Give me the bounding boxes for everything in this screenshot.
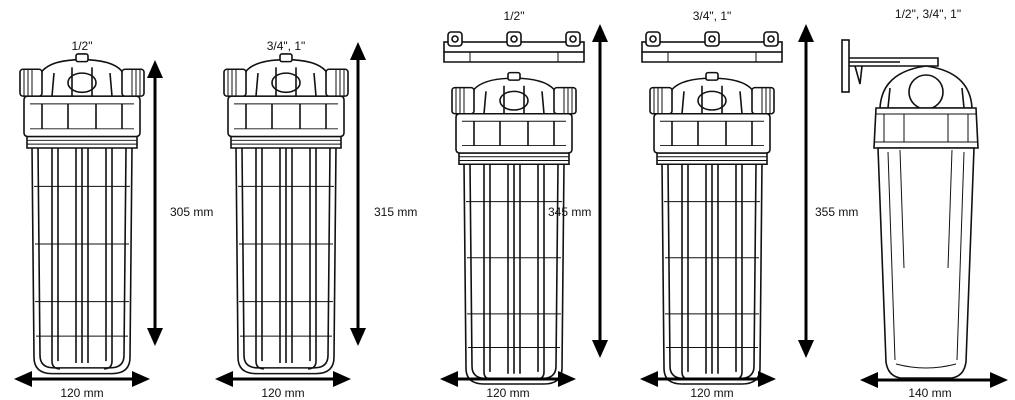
- filter-housing-5: 1/2", 3/4", 1" 140 mm: [841, 7, 1008, 400]
- port-label-1: 1/2": [72, 39, 93, 53]
- height-arrow-1: [147, 60, 163, 346]
- width-arrow-1: [14, 371, 150, 387]
- height-label-4: 355 mm: [815, 205, 858, 219]
- height-label-1: 305 mm: [170, 205, 213, 219]
- height-arrow-3: [592, 24, 608, 358]
- housing-drawing-4: [649, 71, 775, 385]
- mount-bracket-4: [641, 31, 783, 63]
- width-label-3: 120 mm: [486, 386, 529, 400]
- port-label-2: 3/4", 1": [267, 39, 306, 53]
- wall-bracket-5: [841, 39, 939, 93]
- width-arrow-3: [440, 371, 576, 387]
- width-label-2: 120 mm: [261, 386, 304, 400]
- housing-drawing-5: [873, 65, 979, 379]
- width-arrow-4: [640, 371, 776, 387]
- height-arrow-4: [798, 24, 814, 358]
- height-label-3: 345 mm: [548, 205, 591, 219]
- mount-bracket-3: [443, 31, 585, 63]
- width-arrow-5: [860, 372, 1008, 388]
- filter-housing-4: 3/4", 1" 355 mm 120 mm: [640, 9, 858, 400]
- width-arrow-2: [215, 371, 351, 387]
- filter-housing-1: 1/2" 305 mm 120 mm: [14, 39, 213, 400]
- port-label-4: 3/4", 1": [693, 9, 732, 23]
- height-label-2: 315 mm: [374, 205, 417, 219]
- housing-drawing-2: [223, 53, 349, 375]
- width-label-4: 120 mm: [690, 386, 733, 400]
- housing-drawing-1: [19, 53, 145, 375]
- filter-housing-3: 1/2" 345 mm 120 mm: [440, 9, 608, 400]
- filter-housing-2: 3/4", 1" 315 mm 120 mm: [215, 39, 417, 400]
- port-label-5: 1/2", 3/4", 1": [895, 7, 961, 21]
- height-arrow-2: [350, 42, 366, 346]
- width-label-1: 120 mm: [60, 386, 103, 400]
- housing-drawing-3: [451, 71, 577, 385]
- port-label-3: 1/2": [504, 9, 525, 23]
- width-label-5: 140 mm: [908, 386, 951, 400]
